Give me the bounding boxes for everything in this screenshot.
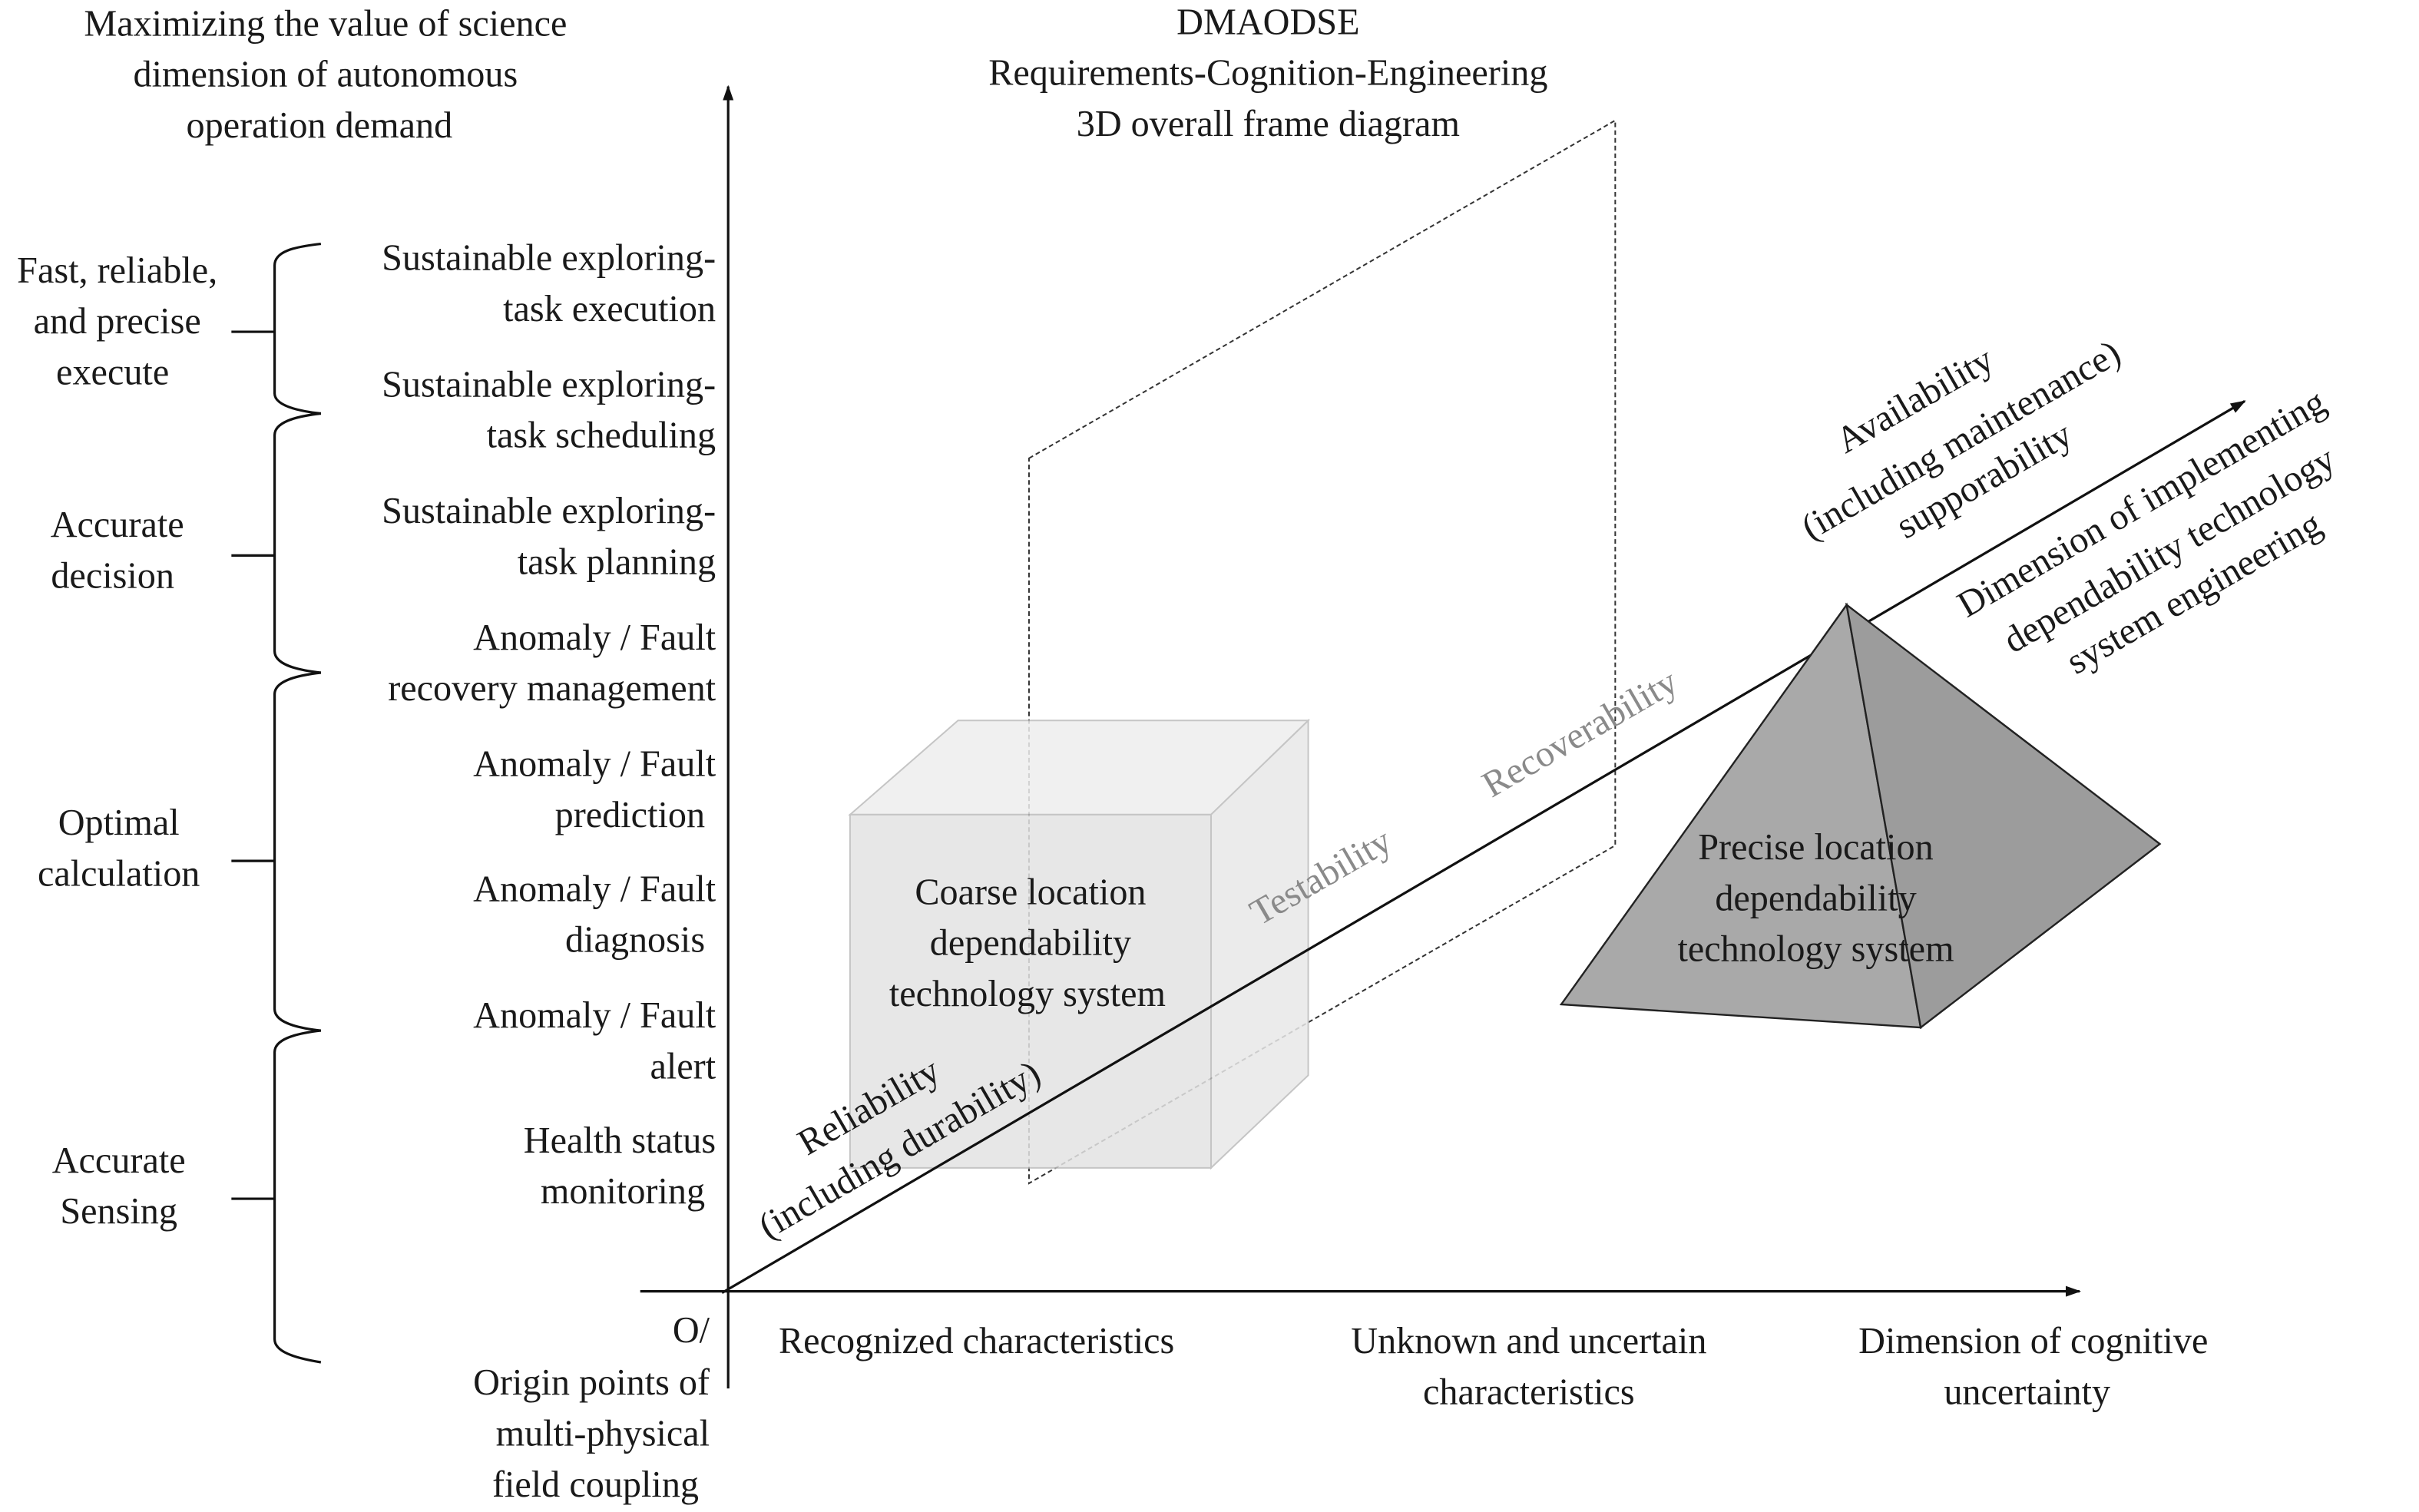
level-label: Anomaly / Fault bbox=[473, 744, 716, 785]
group-label: and precise bbox=[34, 301, 201, 342]
group-braces bbox=[231, 242, 322, 1364]
z-label-recoverability: Recoverability bbox=[1475, 661, 1684, 806]
x-axis-labels: Recognized characteristics Unknown and u… bbox=[779, 1321, 2208, 1412]
top-left-title: Maximizing the value of science dimensio… bbox=[84, 3, 567, 146]
left-group-execute: Fast, reliable, and precise execute bbox=[17, 250, 217, 393]
title-line: 3D overall frame diagram bbox=[1077, 104, 1460, 144]
left-group-sensing: Accurate Sensing bbox=[52, 1140, 186, 1232]
pyramid-label-line: technology system bbox=[1677, 929, 1954, 970]
precise-location-pyramid bbox=[1559, 602, 2162, 1030]
diagram-title: DMAODSE Requirements-Cognition-Engineeri… bbox=[988, 2, 1547, 144]
level-label: recovery management bbox=[388, 668, 716, 709]
title-line: Requirements-Cognition-Engineering bbox=[988, 53, 1547, 94]
level-label: task planning bbox=[518, 541, 716, 582]
group-label: Sensing bbox=[60, 1191, 177, 1232]
origin-line: multi-physical bbox=[496, 1413, 710, 1454]
level-label: Anomaly / Fault bbox=[473, 868, 716, 909]
origin-mark: O/ bbox=[673, 1310, 710, 1351]
group-label: Fast, reliable, bbox=[17, 250, 217, 291]
origin-line: Origin points of bbox=[473, 1362, 710, 1403]
dashed-plane bbox=[1027, 119, 1617, 1185]
group-label: execute bbox=[56, 352, 169, 392]
x-axis-title: uncertainty bbox=[1944, 1371, 2110, 1412]
level-label: Health status bbox=[524, 1120, 716, 1161]
level-label: task execution bbox=[503, 289, 716, 329]
group-label: decision bbox=[51, 556, 174, 597]
level-label: Anomaly / Fault bbox=[473, 995, 716, 1036]
left-group-decision: Accurate decision bbox=[51, 505, 184, 596]
level-label: monitoring bbox=[541, 1171, 705, 1212]
level-label: task scheduling bbox=[487, 415, 716, 456]
x-label-unknown: characteristics bbox=[1423, 1371, 1635, 1412]
group-label: calculation bbox=[38, 853, 200, 894]
left-group-calculation: Optimal calculation bbox=[38, 802, 200, 894]
pyramid-label: Precise location dependability technolog… bbox=[1677, 827, 1954, 970]
title-line: DMAODSE bbox=[1176, 2, 1359, 42]
coarse-box-label: Coarse location dependability technology… bbox=[889, 872, 1166, 1014]
group-label: Accurate bbox=[52, 1140, 186, 1181]
title-line: dimension of autonomous bbox=[134, 55, 518, 95]
box-label-line: dependability bbox=[930, 923, 1131, 964]
level-label: diagnosis bbox=[565, 920, 705, 961]
pyramid-label-line: dependability bbox=[1715, 878, 1916, 918]
level-label: prediction bbox=[555, 795, 705, 835]
level-label: Anomaly / Fault bbox=[473, 617, 716, 658]
x-axis-title: Dimension of cognitive bbox=[1858, 1321, 2208, 1361]
x-label-unknown: Unknown and uncertain bbox=[1351, 1321, 1706, 1361]
coarse-location-box bbox=[848, 718, 1311, 1170]
level-label: Sustainable exploring- bbox=[382, 491, 716, 531]
group-label: Optimal bbox=[58, 802, 180, 843]
x-label-recognized: Recognized characteristics bbox=[779, 1321, 1174, 1361]
title-line: operation demand bbox=[187, 105, 453, 146]
box-label-line: Coarse location bbox=[915, 872, 1146, 912]
origin-label: O/ Origin points of multi-physical field… bbox=[473, 1310, 710, 1505]
level-label: Sustainable exploring- bbox=[382, 364, 716, 405]
group-label: Accurate bbox=[51, 505, 184, 545]
box-label-line: technology system bbox=[889, 974, 1166, 1014]
level-labels: Sustainable exploring- task execution Su… bbox=[382, 238, 716, 1212]
title-line: Maximizing the value of science bbox=[84, 3, 567, 44]
level-label: Sustainable exploring- bbox=[382, 238, 716, 279]
level-label: alert bbox=[650, 1046, 716, 1087]
origin-line: field coupling bbox=[492, 1464, 699, 1505]
pyramid-label-line: Precise location bbox=[1698, 827, 1934, 868]
z-axis bbox=[721, 400, 2246, 1294]
